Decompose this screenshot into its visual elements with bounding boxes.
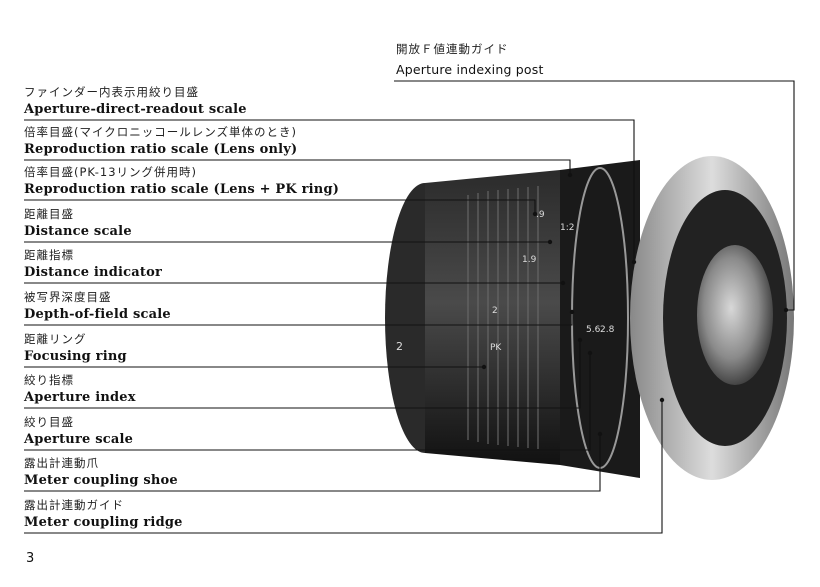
rear-glass	[697, 245, 773, 385]
page-number: 3	[26, 551, 35, 566]
leader-lines	[24, 80, 795, 534]
label-jp-distance-indicator: 距離指標	[24, 248, 74, 262]
distance-mark: .9	[536, 210, 545, 220]
label-jp-repro-ratio-pk-ring: 倍率目盛(PK-13リング併用時)	[24, 165, 198, 179]
barrel-mark: 2	[396, 340, 403, 353]
lens-front-barrel	[425, 170, 560, 465]
leader-dots	[481, 172, 789, 437]
label-en-meter-coupling-ridge: Meter coupling ridge	[24, 515, 183, 530]
label-en-focusing-ring: Focusing ring	[24, 349, 127, 364]
aperture-indexing-post-label-en: Aperture indexing post	[396, 62, 544, 77]
distance-mark: 1.9	[522, 255, 537, 265]
label-en-meter-coupling-shoe: Meter coupling shoe	[24, 473, 178, 488]
label-jp-meter-coupling-ridge: 露出計連動ガイド	[24, 498, 124, 512]
aperture-indexing-post-label-jp: 開放Ｆ値連動ガイド	[396, 42, 509, 56]
lens-scale-marks: 1.9 .9 5.6 2.8 1:2 2 PK 2	[396, 210, 615, 353]
reproduction-mark: 1:2	[560, 223, 574, 233]
label-jp-repro-ratio-lens-only: 倍率目盛(マイクロニッコールレンズ単体のとき)	[24, 125, 298, 139]
label-jp-aperture-index: 絞り指標	[24, 373, 74, 387]
focusing-ring-ribs	[467, 186, 539, 449]
aperture-mark: 2.8	[600, 325, 615, 335]
label-en-distance-indicator: Distance indicator	[24, 265, 163, 280]
label-en-aperture-index: Aperture index	[24, 390, 136, 405]
label-en-aperture-scale: Aperture scale	[24, 432, 134, 447]
label-jp-distance-scale: 距離目盛	[24, 207, 74, 221]
label-jp-focusing-ring: 距離リング	[24, 332, 87, 346]
label-en-repro-ratio-lens-only: Reproduction ratio scale (Lens only)	[24, 142, 298, 157]
label-jp-depth-of-field: 被写界深度目盛	[24, 290, 112, 304]
label-jp-aperture-direct-readout: ファインダー内表示用絞り目盛	[24, 85, 199, 99]
label-jp-aperture-scale: 絞り目盛	[24, 415, 74, 429]
label-en-repro-ratio-pk-ring: Reproduction ratio scale (Lens + PK ring…	[24, 182, 340, 197]
aperture-mark: 5.6	[586, 325, 601, 335]
label-en-aperture-direct-readout: Aperture-direct-readout scale	[24, 102, 247, 117]
barrel-mark: PK	[490, 343, 502, 353]
label-en-depth-of-field: Depth-of-field scale	[24, 307, 171, 322]
barrel-mark: 2	[492, 306, 498, 316]
label-jp-meter-coupling-shoe: 露出計連動爪	[24, 456, 99, 470]
label-en-distance-scale: Distance scale	[24, 224, 132, 239]
